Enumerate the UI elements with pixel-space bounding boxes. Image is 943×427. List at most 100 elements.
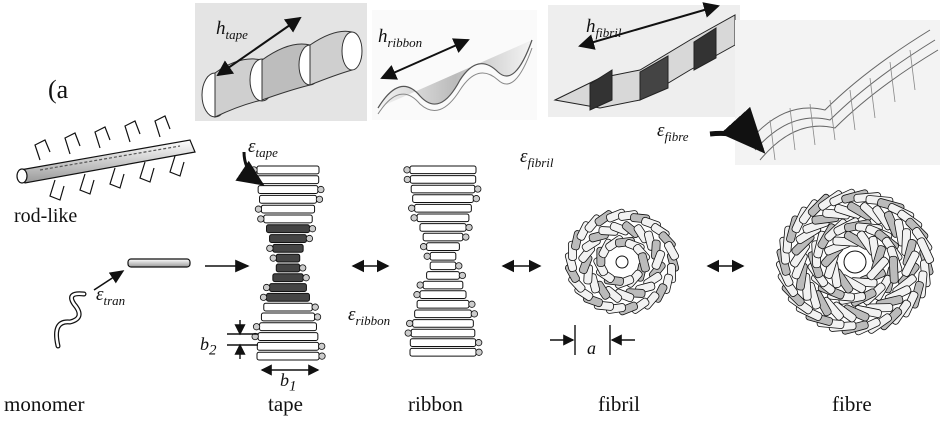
- monomer-illustration: [57, 294, 85, 346]
- stack-bead: [471, 311, 477, 317]
- b2-label: b2: [200, 334, 217, 360]
- stack-plate: [411, 329, 475, 337]
- stack-plate: [260, 323, 317, 331]
- stack-bead: [408, 205, 414, 211]
- stack-bead: [404, 167, 410, 173]
- stack-plate: [261, 205, 314, 213]
- single-rod: [128, 259, 190, 267]
- stack-bead: [469, 301, 475, 307]
- stack-plate: [430, 262, 456, 270]
- stack-plate: [270, 284, 307, 292]
- stack-bead: [466, 224, 472, 230]
- stack-plate: [273, 244, 303, 252]
- stage-label-fibre: fibre: [832, 392, 872, 417]
- fibre-cross-section: [775, 188, 934, 336]
- stack-plate: [260, 195, 317, 203]
- rod-like-label: rod-like: [14, 205, 77, 228]
- stack-bead: [417, 282, 423, 288]
- stack-bead: [260, 294, 266, 300]
- stack-plate: [258, 186, 318, 194]
- stack-plate: [413, 320, 474, 328]
- stage-label-monomer: monomer: [4, 392, 84, 417]
- fibre-helix-image: [735, 20, 940, 165]
- stack-plate: [264, 303, 312, 311]
- stack-bead: [253, 324, 259, 330]
- stack-plate: [417, 300, 469, 308]
- stack-plate: [420, 224, 466, 232]
- stack-bead: [459, 272, 465, 278]
- disk-rod: [916, 237, 935, 265]
- stack-bead: [424, 253, 430, 259]
- stack-plate: [427, 272, 460, 280]
- h-fibril-label: hfibril: [586, 16, 622, 41]
- stack-plate: [413, 195, 474, 203]
- stack-bead: [414, 291, 420, 297]
- stack-bead: [251, 167, 257, 173]
- stack-bead: [404, 176, 410, 182]
- stack-plate: [264, 215, 312, 223]
- stack-plate: [273, 274, 303, 282]
- stack-bead: [476, 349, 482, 355]
- h-ribbon-label: hribbon: [378, 26, 422, 51]
- stack-bead: [405, 330, 411, 336]
- epsilon-fibril-label: εfibril: [520, 146, 554, 171]
- stack-plate: [410, 339, 475, 347]
- stack-bead: [406, 320, 412, 326]
- disk-center-hole: [616, 256, 628, 268]
- stack-bead: [316, 196, 322, 202]
- stack-plate: [430, 252, 456, 260]
- disk-rod: [663, 240, 679, 261]
- epsilon-tape-label: εtape: [248, 136, 278, 161]
- stack-bead: [473, 195, 479, 201]
- stack-plate: [276, 254, 299, 262]
- stage-label-ribbon: ribbon: [408, 392, 463, 417]
- stack-plate: [257, 166, 319, 174]
- stack-bead: [475, 186, 481, 192]
- stack-plate: [417, 214, 469, 222]
- stack-plate: [267, 293, 310, 301]
- stack-bead: [270, 255, 276, 261]
- stack-bead: [306, 235, 312, 241]
- stack-bead: [309, 226, 315, 232]
- stack-plate: [420, 291, 466, 299]
- disk-center-hole: [844, 251, 866, 273]
- fibril-cross-section: [564, 208, 679, 316]
- stack-bead: [263, 284, 269, 290]
- stage-label-fibril: fibril: [598, 392, 640, 417]
- epsilon-fibre-label: εfibre: [657, 120, 689, 145]
- stack-bead: [314, 314, 320, 320]
- stack-plate: [423, 233, 463, 241]
- panel-label: (a: [48, 75, 68, 105]
- stack-plate: [261, 313, 314, 321]
- stack-bead: [300, 265, 306, 271]
- stack-plate: [415, 310, 472, 318]
- stage-label-tape: tape: [268, 392, 303, 417]
- stack-bead: [319, 353, 325, 359]
- stack-bead: [255, 206, 261, 212]
- stack-plate: [410, 176, 475, 184]
- stack-plate: [410, 166, 476, 174]
- fibril-helix-image: [548, 5, 740, 117]
- stack-plate: [270, 235, 307, 243]
- stack-plate: [276, 264, 299, 272]
- stack-plate: [410, 348, 476, 356]
- rod-like-illustration: [17, 116, 195, 200]
- epsilon-ribbon-label: εribbon: [348, 304, 390, 329]
- stack-bead: [456, 263, 462, 269]
- h-tape-label: htape: [216, 18, 248, 43]
- ribbon-stack: [404, 166, 482, 356]
- stack-bead: [258, 216, 264, 222]
- stack-bead: [475, 339, 481, 345]
- stack-bead: [267, 245, 273, 251]
- stack-plate: [411, 185, 475, 193]
- stack-bead: [411, 215, 417, 221]
- stack-plate: [257, 352, 319, 360]
- stack-bead: [319, 343, 325, 349]
- epsilon-tran-label: εtran: [96, 284, 125, 309]
- stack-plate: [415, 204, 472, 212]
- stack-bead: [420, 243, 426, 249]
- stack-plate: [258, 333, 318, 341]
- a-label: a: [587, 338, 596, 359]
